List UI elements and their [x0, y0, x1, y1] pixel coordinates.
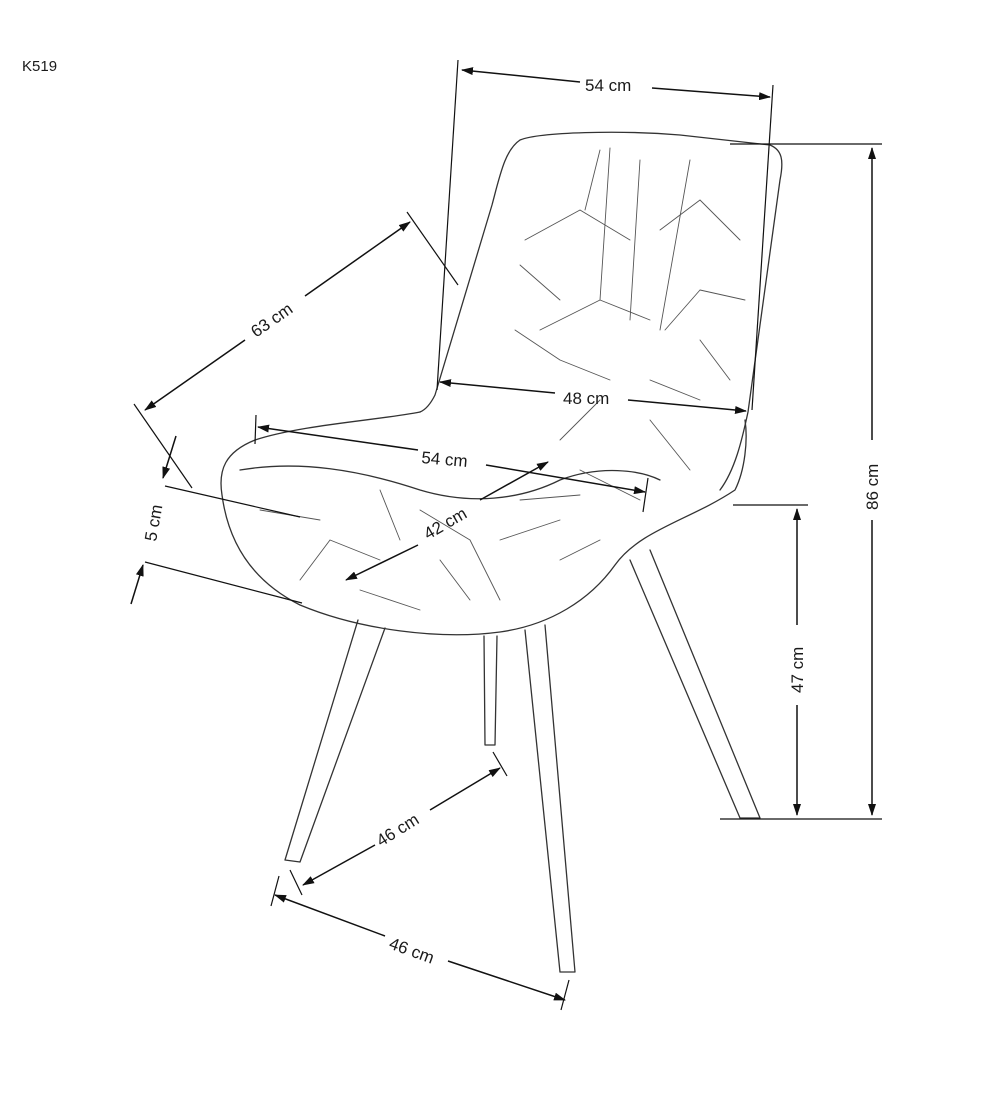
dimension-labels: 54 cm 86 cm 47 cm 63 cm 48 cm 54 cm 42 c… [141, 76, 882, 968]
label-seat-thickness: 5 cm [141, 503, 166, 543]
chair-drawing [220, 131, 783, 973]
label-leg-width: 46 cm [387, 934, 437, 968]
backrest-tufting [514, 147, 746, 471]
chair-backrest [419, 131, 783, 491]
seat-tufting [259, 469, 641, 611]
chair-leg-front-left [284, 619, 386, 863]
chair-seat [220, 411, 747, 636]
chair-leg-front-right [524, 624, 576, 973]
chair-leg-back-left [483, 635, 498, 746]
label-back-width: 54 cm [585, 76, 631, 95]
chair-leg-back-right [629, 549, 761, 819]
label-total-depth: 63 cm [247, 299, 296, 341]
model-code: K519 [22, 58, 58, 75]
label-seat-width: 54 cm [421, 448, 469, 471]
dimension-lines [130, 59, 882, 1011]
label-seat-height: 47 cm [788, 647, 807, 693]
label-total-height: 86 cm [863, 464, 882, 510]
label-seat-depth: 42 cm [421, 504, 471, 544]
chair-seat-front-edge [239, 465, 661, 500]
label-leg-depth: 46 cm [373, 810, 422, 851]
label-back-inner-width: 48 cm [563, 389, 609, 408]
